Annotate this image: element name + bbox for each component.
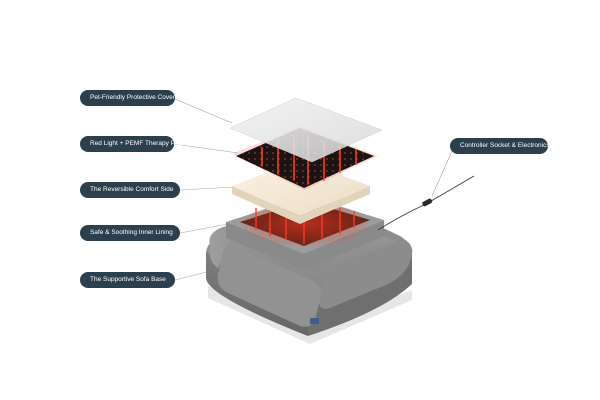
comfort-side-top xyxy=(232,160,370,216)
label-protective-cover: Pet-Friendly Protective Cover xyxy=(80,90,175,106)
label-therapy-pad: Red Light + PEMF Therapy Pad xyxy=(80,136,182,152)
leader-line-inner-lining xyxy=(179,223,229,234)
leader-line-cover xyxy=(174,98,233,124)
bolster-right xyxy=(318,211,412,309)
protective-cover-sheet xyxy=(229,97,383,163)
comfort-side xyxy=(232,160,370,224)
label-comfort-side: The Reversible Comfort Side xyxy=(80,182,180,198)
inner-lining-side xyxy=(226,220,384,270)
label-sofa-base: The Supportive Sofa Base xyxy=(80,272,175,288)
brand-tag-icon xyxy=(310,318,319,324)
leader-line-comfort-side xyxy=(179,186,236,191)
leader-lines xyxy=(173,98,453,281)
bolster-front xyxy=(217,249,321,327)
label-controller: Controller Socket & Electronics xyxy=(450,138,550,154)
inner-lining-glow xyxy=(243,202,367,246)
protective-cover xyxy=(229,97,383,163)
comfort-side-edge xyxy=(232,186,370,224)
label-inner-lining: Safe & Soothing Inner Lining xyxy=(80,225,180,241)
leader-line-controller xyxy=(431,150,453,197)
leader-line-therapy-pad xyxy=(173,143,239,154)
controller-socket-icon xyxy=(422,198,433,207)
controller-cable xyxy=(377,175,475,231)
